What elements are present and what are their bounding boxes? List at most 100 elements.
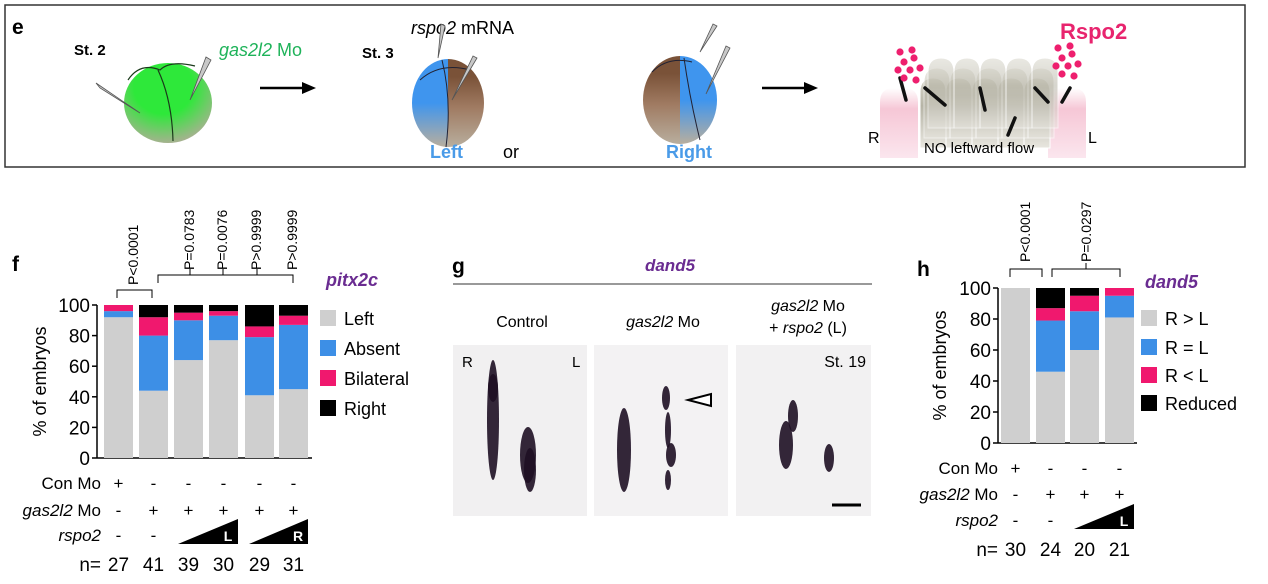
left-injection-label: Left: [430, 142, 463, 162]
bar-segment-left: [245, 395, 274, 458]
bar-segment-r-l: [1070, 295, 1099, 312]
bar-segment-reduced: [1070, 288, 1099, 296]
dose-ramp-side: R: [293, 528, 303, 544]
condition-label: Con Mo: [41, 474, 101, 493]
cilium: [923, 86, 947, 107]
condition-value: +: [114, 474, 124, 493]
rspo2-dot: [910, 54, 918, 62]
p-value-label: P>0.9999: [284, 209, 300, 270]
legend-swatch: [320, 400, 336, 416]
legend-swatch: [1141, 310, 1157, 326]
column-label-control: Control: [496, 314, 548, 331]
stain-blob: [665, 412, 671, 448]
y-tick-label: 20: [69, 418, 90, 439]
y-tick-label: 0: [79, 449, 90, 470]
side-r-label: R: [868, 130, 880, 147]
rspo2-protein-label: Rspo2: [1060, 19, 1127, 44]
y-tick-label: 60: [69, 357, 90, 378]
n-value: 21: [1109, 540, 1130, 561]
gray-cell: [1005, 57, 1033, 129]
dand5-staining: [487, 360, 834, 492]
condition-value: -: [221, 474, 227, 493]
bar-segment-left: [279, 389, 308, 458]
bar-segment-r-l: [1036, 371, 1065, 443]
bar-segment-right: [209, 305, 238, 312]
bar-segment-r-l: [1070, 350, 1099, 443]
condition-value: -: [151, 526, 157, 545]
bar-segment-right: [139, 305, 168, 318]
condition-value: +: [149, 501, 159, 520]
y-tick-label: 80: [970, 310, 991, 331]
legend-swatch: [320, 370, 336, 386]
condition-text: Mo: [970, 485, 998, 504]
significance-bracket: [1051, 268, 1121, 277]
gray-cell: [979, 57, 1007, 129]
embryo-st2-green: [124, 63, 212, 143]
rspo2-dot: [906, 66, 914, 74]
p-value-label: P<0.0001: [1017, 201, 1033, 262]
rspo2-dot: [1064, 62, 1072, 70]
p-value-label: P=0.0783: [181, 209, 197, 270]
cilium: [1033, 86, 1050, 104]
arrow-icon: [762, 82, 818, 94]
condition-value: -: [116, 501, 122, 520]
condition-value: -: [291, 474, 297, 493]
rspo2-dot: [1070, 72, 1078, 80]
arrow-icon: [260, 82, 316, 94]
injection-needle-icon: [451, 55, 478, 101]
bar-segment-r-l: [1105, 295, 1134, 318]
significance-bracket: [1009, 268, 1043, 277]
bar-segment-right: [279, 305, 308, 316]
condition-label: rspo2: [58, 526, 101, 545]
stain-blob: [788, 400, 798, 432]
y-tick-label: 20: [970, 403, 991, 424]
condition-value: -: [1082, 459, 1088, 478]
stain-blob: [666, 443, 676, 467]
injection-needle-icon: [95, 82, 141, 114]
condition-label: gas2l2 Mo: [920, 485, 998, 504]
injection-needle-icon: [437, 23, 446, 59]
condition-value: -: [1048, 511, 1054, 530]
stain-blob: [662, 386, 670, 410]
rspo2-dot: [1068, 50, 1076, 58]
legend-label: Absent: [344, 339, 400, 359]
stain-blob: [665, 470, 671, 490]
n-value: 27: [108, 555, 129, 576]
legend-swatch: [320, 310, 336, 326]
chart-title: dand5: [1145, 272, 1199, 292]
mrna-label: rspo2 mRNA: [411, 18, 514, 38]
y-tick-label: 100: [959, 279, 991, 300]
morpholino-label: gas2l2 Mo: [219, 40, 302, 60]
rspo2-dot: [894, 66, 902, 74]
injection-needle-icon: [699, 23, 718, 53]
legend-label: R > L: [1165, 309, 1209, 329]
n-value: 29: [249, 555, 270, 576]
gene-name: gas2l2: [23, 501, 74, 520]
gray-cell: [1031, 57, 1059, 129]
dose-ramp-icon: [178, 519, 238, 544]
column-label-morphant: gas2l2 Mo: [626, 314, 700, 331]
legend-swatch: [1141, 339, 1157, 355]
rspo2-dot: [896, 48, 904, 56]
legend-label: Left: [344, 309, 374, 329]
bar-segment-bilateral: [209, 311, 238, 316]
stage-2-label: St. 2: [74, 42, 106, 59]
micrograph-rescue: [736, 345, 871, 516]
n-value: 31: [283, 555, 304, 576]
condition-text: Mo: [73, 501, 101, 520]
condition-value: +: [1115, 485, 1125, 504]
rspo2-dot: [1052, 62, 1060, 70]
y-axis-label: % of embryos: [930, 310, 950, 420]
bar-segment-absent: [279, 324, 308, 390]
condition-value: +: [184, 501, 194, 520]
bar-segment-r-l: [1105, 317, 1134, 443]
gray-cell: [953, 57, 981, 129]
panel-label-g: g: [452, 255, 465, 278]
bar-segment-right: [245, 305, 274, 327]
condition-value: -: [1117, 459, 1123, 478]
bar-segment-absent: [139, 335, 168, 391]
bar-segment-r-l: [1070, 311, 1099, 350]
significance-bracket: [116, 289, 153, 298]
condition-value: -: [1013, 511, 1019, 530]
